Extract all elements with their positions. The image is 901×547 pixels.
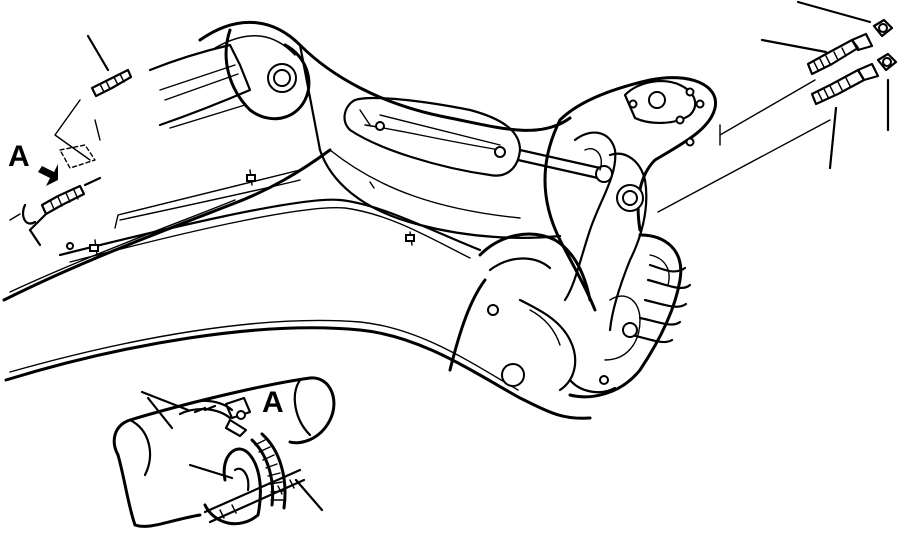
right-fittings [657, 0, 898, 213]
solid-arrow-icon [38, 164, 58, 186]
view-letter-main: A [8, 140, 30, 173]
leader-line [146, 396, 174, 430]
view-letter-detail: A [262, 386, 284, 419]
leader-line [28, 213, 47, 232]
leader-line [140, 390, 190, 412]
leader-line [86, 34, 110, 72]
boom-structure [2, 20, 613, 420]
leader-line [294, 478, 324, 512]
boom-head-bracket [448, 76, 717, 399]
left-fittings [9, 34, 133, 247]
view-a-marker: A [8, 140, 58, 186]
detail-view-a: A [112, 376, 336, 528]
leader-line [188, 463, 234, 480]
